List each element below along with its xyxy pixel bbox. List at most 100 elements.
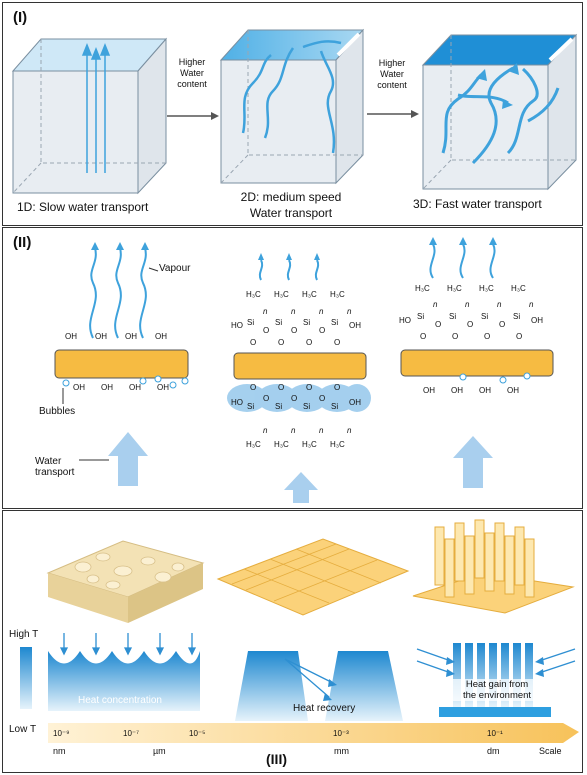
wavy-flow-lines [241, 40, 342, 154]
heat-gain-label-line: the environment [462, 690, 532, 701]
o-mid: O [306, 338, 313, 347]
ho-right: HO [399, 316, 411, 325]
porous-foam-structure [46, 540, 205, 623]
h3c-mid: H₃C [274, 290, 289, 299]
arrow-2-label-line: Higher [378, 58, 406, 68]
arrow-2-label-line: content [377, 80, 407, 90]
o-mid-bottom: O [334, 383, 341, 392]
o-mid: O [319, 326, 326, 335]
o-mid-bottom: O [250, 383, 257, 392]
water-transport-arrows [108, 432, 493, 503]
o-mid: O [334, 338, 341, 347]
si-mid: Si [247, 318, 255, 327]
n-mid-bottom: n [319, 426, 324, 435]
scale-tick: 10⁻⁵ [189, 729, 206, 738]
arrow-2-label-line: Water [380, 69, 404, 79]
pyramid-sheet-structure [216, 538, 410, 616]
h3c-right: H₃C [479, 284, 494, 293]
caption-1d: 1D: Slow water transport [17, 200, 149, 214]
panel-2-drawing [54, 237, 554, 503]
arrow-1-label-line: Water [180, 68, 204, 78]
vapour-lines-left [89, 247, 147, 339]
o-right: O [420, 332, 427, 341]
o-right: O [435, 320, 442, 329]
si-right: Si [417, 312, 425, 321]
n-right: n [497, 300, 502, 309]
ho-mid: HO [231, 321, 243, 330]
si-mid: Si [275, 318, 283, 327]
arrow-2 [367, 110, 419, 118]
arrow-1-label-line: Higher [178, 57, 206, 67]
h3c-mid-bottom: H₃C [302, 440, 317, 449]
scale-unit: mm [334, 746, 349, 756]
oh-right: OH [531, 316, 543, 325]
o-right: O [484, 332, 491, 341]
oh-mid: OH [349, 321, 361, 330]
n-right: n [433, 300, 438, 309]
si-mid: Si [331, 318, 339, 327]
scale-tick: 10⁻⁹ [53, 729, 70, 738]
o-mid: O [291, 326, 298, 335]
cube-3d [421, 33, 578, 191]
heat-recovery-label: Heat recovery [293, 703, 356, 714]
si-mid-bottom: Si [247, 402, 255, 411]
vapour-lines-mid [258, 259, 320, 281]
si-mid-bottom: Si [331, 402, 339, 411]
oh-bottom-left: OH [101, 383, 113, 392]
arrow-1-label-line: content [177, 79, 207, 89]
heat-gain-diagram [416, 643, 576, 717]
oh-bottom-right: OH [507, 386, 519, 395]
oh-bottom-right: OH [423, 386, 435, 395]
n-mid: n [291, 307, 296, 316]
si-right: Si [449, 312, 457, 321]
water-transport-label-line: Water [35, 456, 62, 467]
scale-tick: 10⁻¹ [487, 729, 503, 738]
scale-unit: nm [53, 746, 66, 756]
vapour-heads-mid [258, 253, 320, 260]
flow-arrowheads [476, 63, 519, 109]
vapour-heads-right [429, 237, 497, 245]
pillar-array-structure [412, 519, 575, 614]
n-mid-bottom: n [263, 426, 268, 435]
oh-bottom-right: OH [451, 386, 463, 395]
h3c-mid: H₃C [302, 290, 317, 299]
h3c-mid-bottom: H₃C [274, 440, 289, 449]
oh-top-left: OH [95, 332, 107, 341]
water-transport-label: Water transport [35, 456, 85, 478]
oh-bottom-left: OH [157, 383, 169, 392]
scale-tick: 10⁻³ [333, 729, 349, 738]
si-mid: Si [303, 318, 311, 327]
cube-2d [219, 28, 365, 185]
oh-bottom-right: OH [479, 386, 491, 395]
si-mid-bottom: Si [275, 402, 283, 411]
o-mid-bottom: O [319, 394, 326, 403]
o-mid-bottom: O [306, 383, 313, 392]
caption-3d: 3D: Fast water transport [413, 197, 542, 211]
scale-unit: µm [153, 746, 166, 756]
panel-2: (II) [2, 227, 583, 509]
h3c-mid: H₃C [330, 290, 345, 299]
o-mid-bottom: O [278, 383, 285, 392]
o-right: O [516, 332, 523, 341]
o-mid: O [263, 326, 270, 335]
bubbles-label: Bubbles [39, 406, 76, 417]
h3c-mid-bottom: H₃C [330, 440, 345, 449]
o-mid: O [250, 338, 257, 347]
o-right: O [452, 332, 459, 341]
panel-3-drawing [20, 519, 579, 743]
heat-recovery-diagram [235, 651, 403, 721]
o-right: O [467, 320, 474, 329]
h3c-right: H₃C [511, 284, 526, 293]
panel-1-label: (I) [13, 9, 28, 26]
substrate-bar-right [400, 349, 554, 377]
straight-flow-arrows [81, 42, 111, 173]
o-mid-bottom: O [263, 394, 270, 403]
n-right: n [529, 300, 534, 309]
panel-3-label: (III) [266, 751, 287, 767]
bubbles [62, 372, 531, 389]
si-right: Si [481, 312, 489, 321]
oh-top-left: OH [65, 332, 77, 341]
heat-concentration-diagram [48, 633, 200, 711]
scale-arrow [48, 723, 579, 743]
o-mid: O [278, 338, 285, 347]
